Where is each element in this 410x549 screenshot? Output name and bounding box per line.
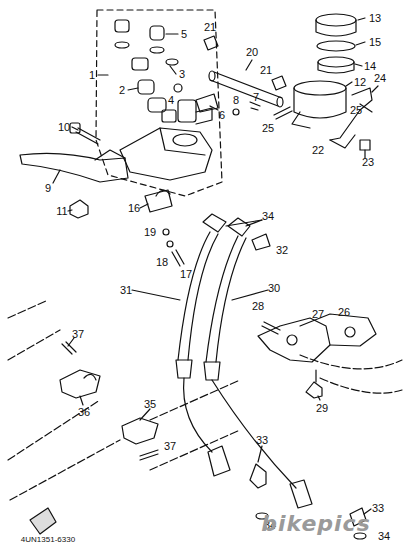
callout-number: 16 <box>127 202 141 215</box>
callout-number: 22 <box>311 144 325 157</box>
callout-number: 21 <box>259 64 273 77</box>
callout-number: 33 <box>371 502 385 515</box>
callout-number: 25 <box>261 122 275 135</box>
callout-number: 9 <box>44 182 52 195</box>
callout-number: 24 <box>373 72 387 85</box>
callout-number: 27 <box>311 308 325 321</box>
callout-number: 15 <box>368 36 382 49</box>
callout-number: 1 <box>88 69 96 82</box>
callout-number: 17 <box>179 268 193 281</box>
callout-number: 30 <box>267 282 281 295</box>
callout-number: 6 <box>218 109 226 122</box>
callout-number: 5 <box>180 28 188 41</box>
callout-number: 32 <box>275 244 289 257</box>
callout-number: 36 <box>77 406 91 419</box>
callout-number: 37 <box>163 440 177 453</box>
callout-number: 4 <box>167 94 175 107</box>
callout-number: 11 <box>55 205 68 218</box>
callout-number: 19 <box>143 226 157 239</box>
callout-number: 13 <box>368 12 382 25</box>
callout-number: 10 <box>57 121 71 134</box>
callout-number: 25 <box>349 104 363 117</box>
callout-number: 37 <box>71 328 85 341</box>
callout-number: 35 <box>143 398 157 411</box>
callout-number: 34 <box>377 530 391 543</box>
callout-number: 34 <box>261 210 275 223</box>
callout-number: 28 <box>251 300 265 313</box>
callout-number: 23 <box>361 156 375 169</box>
callout-number: 31 <box>119 284 133 297</box>
watermark: bikepics <box>260 512 371 536</box>
diagram-code: 4UN1351-6330 <box>20 535 76 545</box>
callout-number: 8 <box>232 94 240 107</box>
callout-number: 33 <box>255 434 269 447</box>
callout-number: 21 <box>203 21 217 34</box>
callout-number: 7 <box>252 91 260 104</box>
callout-number: 26 <box>337 306 351 319</box>
callout-number: 29 <box>315 402 329 415</box>
callout-number: 2 <box>118 84 126 97</box>
callout-number: 3 <box>178 68 186 81</box>
callout-number: 18 <box>155 256 169 269</box>
callout-number: 12 <box>353 76 367 89</box>
callout-number: 14 <box>363 60 377 73</box>
callout-number: 20 <box>245 46 259 59</box>
